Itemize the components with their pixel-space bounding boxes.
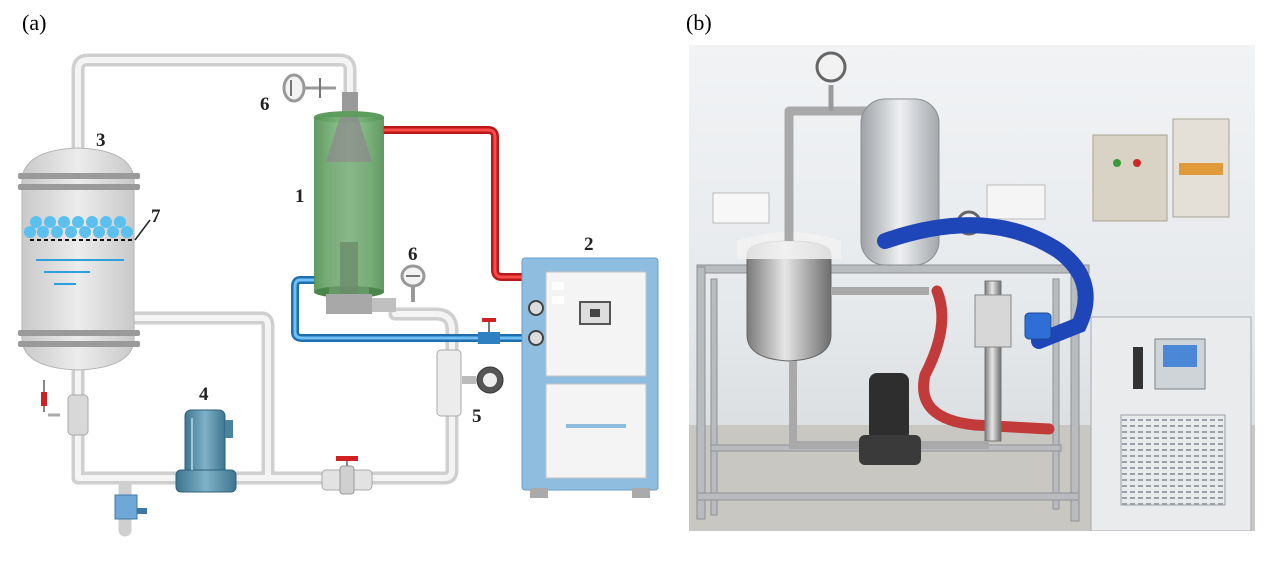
cold-line-valve (478, 318, 500, 344)
steel-vessel (737, 232, 841, 362)
top-gauge (815, 51, 847, 83)
bubble (37, 226, 49, 238)
lower-piping (789, 287, 989, 449)
bottom-valve (321, 456, 373, 495)
photo-pump (859, 373, 921, 465)
schematic-diagram: 1 2 3 4 5 6 6 7 (18, 53, 659, 537)
callout-7: 7 (151, 206, 161, 227)
bubble (93, 226, 105, 238)
bubble (107, 226, 119, 238)
drain-valve (114, 494, 147, 520)
callout-6-valve: 6 (260, 94, 270, 115)
bubble (24, 226, 36, 238)
bubble (65, 226, 77, 238)
bubble (121, 226, 133, 238)
chiller-unit (521, 257, 659, 498)
callout-6-gauge: 6 (408, 244, 418, 265)
bubble (72, 216, 84, 228)
red-hose (918, 285, 1055, 435)
bubble (100, 216, 112, 228)
callout-1: 1 (295, 186, 305, 207)
top-valve (282, 73, 336, 103)
bubble (51, 226, 63, 238)
bubble (44, 216, 56, 228)
callout-5: 5 (472, 406, 482, 427)
flow-meter-assembly (974, 280, 1052, 442)
tank-valve (41, 380, 89, 436)
apparatus-photo (689, 45, 1255, 531)
wall-breaker-left (712, 192, 770, 224)
pressure-gauge (400, 264, 426, 302)
tank (18, 147, 140, 371)
separator-column (314, 92, 396, 314)
blue-hose (877, 217, 1094, 349)
wall-socket (986, 184, 1046, 220)
bubble (30, 216, 42, 228)
bubble-layer (24, 216, 133, 238)
flow-meter (436, 349, 504, 417)
callout-7-leader (134, 219, 151, 241)
bubble (58, 216, 70, 228)
bubble (86, 216, 98, 228)
callout-3: 3 (96, 130, 106, 151)
callout-2: 2 (584, 234, 594, 255)
pump (175, 409, 237, 493)
photo-chiller (1090, 316, 1252, 531)
hot-line (383, 126, 527, 281)
bubble (79, 226, 91, 238)
control-box (1092, 134, 1168, 222)
cold-line (291, 276, 527, 342)
panel-b-label: (b) (686, 10, 712, 35)
bubble (114, 216, 126, 228)
panel-a-label: (a) (22, 10, 47, 35)
callout-4: 4 (199, 384, 209, 405)
